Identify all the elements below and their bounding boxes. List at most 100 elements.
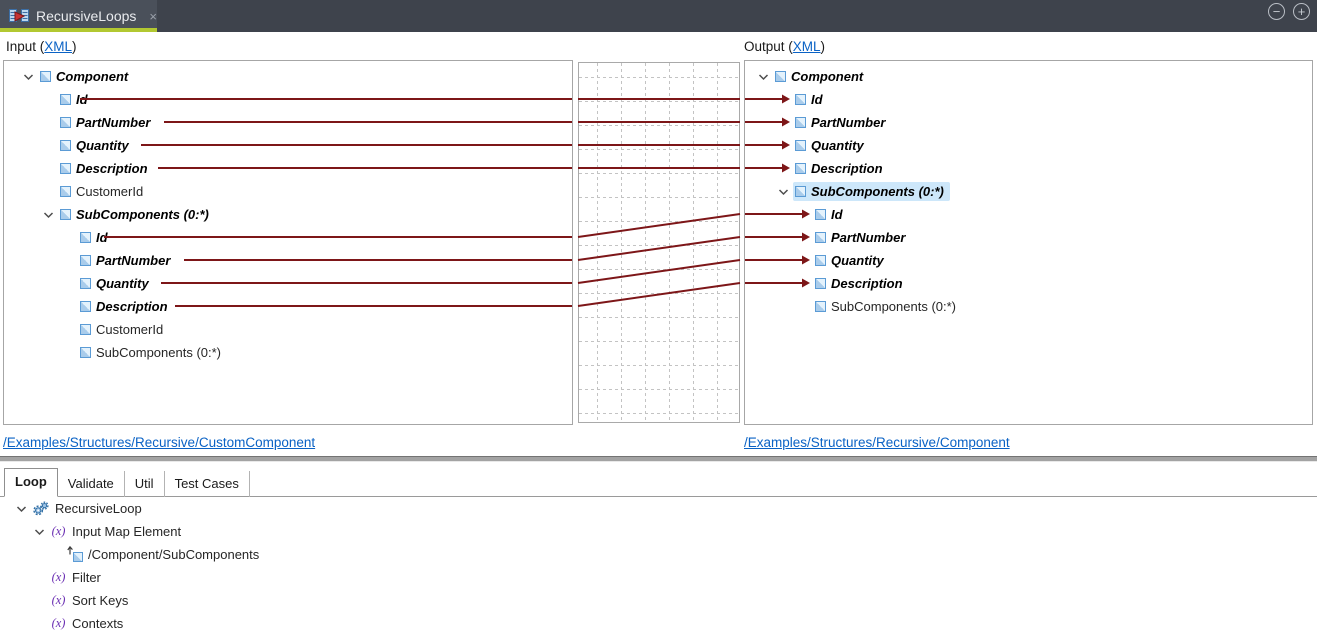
- tree-item-label: SubComponents (0:*): [831, 299, 957, 314]
- tree-item-label: Component: [56, 69, 129, 84]
- tree-item-cell: Quantity: [793, 136, 870, 155]
- tree-item[interactable]: (x) Sort Keys: [0, 589, 700, 612]
- xml-element-icon: [815, 301, 826, 312]
- xml-element-icon: [795, 186, 806, 197]
- xml-element-insert-icon: [67, 545, 83, 562]
- tree-item[interactable]: Id: [4, 88, 572, 111]
- view-zoom-controls: − +: [1268, 3, 1310, 20]
- tree-item[interactable]: Description: [745, 272, 1312, 295]
- chevron-down-icon[interactable]: [18, 73, 38, 81]
- xml-element-icon: [815, 278, 826, 289]
- loop-definition-tree: RecursiveLoop (x) Input Map Element/Compon…: [0, 497, 700, 635]
- output-header-text: Output (: [744, 39, 793, 54]
- xml-element-icon: [80, 255, 91, 266]
- tree-item[interactable]: SubComponents (0:*): [4, 341, 572, 364]
- tree-item-label: /Component/SubComponents: [88, 547, 260, 562]
- tree-item-label: SubComponents (0:*): [76, 207, 209, 222]
- close-icon[interactable]: ×: [149, 8, 157, 24]
- fx-icon: (x): [51, 593, 66, 607]
- xml-element-icon: [60, 117, 71, 128]
- tree-item[interactable]: Component: [4, 65, 572, 88]
- output-xml-link[interactable]: XML: [792, 39, 821, 54]
- tree-item-cell: (x)Filter: [48, 568, 107, 587]
- tree-item[interactable]: Quantity: [4, 134, 572, 157]
- tab-test-cases[interactable]: Test Cases: [165, 471, 250, 497]
- fx-icon: (x): [51, 616, 66, 630]
- chevron-down-icon[interactable]: [30, 528, 48, 536]
- tree-item[interactable]: (x) Contexts: [0, 612, 700, 635]
- tree-item[interactable]: (x) Input Map Element: [0, 520, 700, 543]
- tree-item-cell: CustomerId: [78, 320, 169, 339]
- tree-item[interactable]: PartNumber: [745, 226, 1312, 249]
- tab-validate[interactable]: Validate: [58, 471, 125, 497]
- tree-item[interactable]: Quantity: [745, 249, 1312, 272]
- mapping-grid-panel: [578, 62, 740, 423]
- tab-loop[interactable]: Loop: [4, 468, 58, 497]
- tree-item[interactable]: CustomerId: [4, 180, 572, 203]
- tree-item[interactable]: RecursiveLoop: [0, 497, 700, 520]
- chevron-down-icon[interactable]: [773, 188, 793, 196]
- tree-item-label: Description: [811, 161, 883, 176]
- zoom-in-button[interactable]: +: [1293, 3, 1310, 20]
- tree-item-cell: SubComponents (0:*): [78, 343, 227, 362]
- tree-item[interactable]: Description: [4, 157, 572, 180]
- tree-item-cell: SubComponents (0:*): [58, 205, 215, 224]
- tree-item[interactable]: PartNumber: [4, 249, 572, 272]
- tree-item-cell: Description: [813, 274, 909, 293]
- tree-item-cell: SubComponents (0:*): [793, 182, 950, 201]
- horizontal-splitter[interactable]: [0, 456, 1317, 462]
- input-header: Input (XML): [6, 39, 77, 54]
- tree-item[interactable]: PartNumber: [745, 111, 1312, 134]
- tree-item[interactable]: Quantity: [4, 272, 572, 295]
- tree-item-cell: PartNumber: [813, 228, 911, 247]
- fx-icon: (x): [51, 524, 66, 538]
- tree-item[interactable]: Quantity: [745, 134, 1312, 157]
- tree-item[interactable]: /Component/SubComponents: [0, 543, 700, 566]
- zoom-out-button[interactable]: −: [1268, 3, 1285, 20]
- document-tab[interactable]: RecursiveLoops ×: [0, 0, 157, 32]
- input-schema-path-link[interactable]: /Examples/Structures/Recursive/CustomCom…: [3, 435, 316, 450]
- tree-item-label: RecursiveLoop: [55, 501, 142, 516]
- tree-item-label: Component: [791, 69, 864, 84]
- gears-icon: [32, 501, 50, 516]
- tree-item-label: Input Map Element: [72, 524, 182, 539]
- xml-element-icon: [795, 94, 806, 105]
- tree-item[interactable]: Description: [4, 295, 572, 318]
- xml-element-icon: [60, 163, 71, 174]
- input-xml-link[interactable]: XML: [44, 39, 73, 54]
- document-tab-label: RecursiveLoops: [36, 8, 137, 24]
- tree-item-label: Quantity: [76, 138, 129, 153]
- fx-icon: (x): [51, 570, 66, 584]
- tree-item[interactable]: CustomerId: [4, 318, 572, 341]
- tab-util[interactable]: Util: [125, 471, 165, 497]
- tree-item[interactable]: Id: [4, 226, 572, 249]
- tree-item-label: Sort Keys: [72, 593, 129, 608]
- tree-item-cell: (x) Sort Keys: [48, 591, 134, 610]
- tree-item[interactable]: Id: [745, 203, 1312, 226]
- tree-item-label: SubComponents (0:*): [96, 345, 222, 360]
- tree-item-cell: (x) Input Map Element: [48, 522, 187, 541]
- tree-item[interactable]: PartNumber: [4, 111, 572, 134]
- tree-item-cell: Id: [793, 90, 829, 109]
- tree-item-label: CustomerId: [76, 184, 144, 199]
- tree-item-label: Description: [76, 161, 148, 176]
- chevron-down-icon[interactable]: [12, 505, 30, 513]
- tree-item-label: Contexts: [72, 616, 124, 631]
- tree-item[interactable]: Id: [745, 88, 1312, 111]
- tree-item[interactable]: SubComponents (0:*): [745, 295, 1312, 318]
- tree-item-cell: Quantity: [58, 136, 135, 155]
- output-schema-path-link[interactable]: /Examples/Structures/Recursive/Component: [744, 435, 1010, 450]
- tree-item[interactable]: SubComponents (0:*): [745, 180, 1312, 203]
- tree-item[interactable]: SubComponents (0:*): [4, 203, 572, 226]
- chevron-down-icon[interactable]: [753, 73, 773, 81]
- chevron-down-icon[interactable]: [38, 211, 58, 219]
- document-tabbar: RecursiveLoops × − +: [0, 0, 1317, 32]
- xml-element-icon: [815, 209, 826, 220]
- tree-item-label: SubComponents (0:*): [811, 184, 944, 199]
- tree-item[interactable]: Description: [745, 157, 1312, 180]
- tree-item[interactable]: (x)Filter: [0, 566, 700, 589]
- tree-item-cell: Component: [38, 67, 134, 86]
- xml-element-icon: [80, 324, 91, 335]
- tree-item[interactable]: Component: [745, 65, 1312, 88]
- tree-item-label: Quantity: [811, 138, 864, 153]
